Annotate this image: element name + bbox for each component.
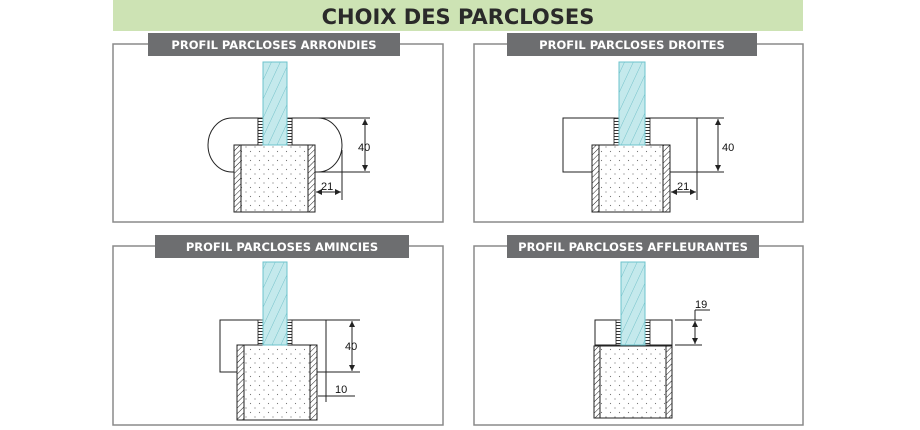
glass-panel (262, 61, 288, 146)
right-parclose (646, 319, 673, 346)
page-title: CHOIX DES PARCLOSES (322, 5, 595, 29)
height-dimension: 19 (695, 299, 707, 311)
base-profile (233, 144, 316, 213)
height-dimension: 40 (345, 341, 357, 353)
base-profile (591, 144, 671, 213)
base-profile (236, 344, 318, 421)
width-dimension: 21 (321, 181, 333, 193)
panel-title: PROFIL PARCLOSES ARRONDIES (171, 38, 376, 52)
header-banner: CHOIX DES PARCLOSES (113, 0, 803, 31)
glass-panel (618, 61, 646, 146)
panel-affleurantes: PROFIL PARCLOSES AFFLEURANTES 19 (473, 235, 804, 426)
left-parclose (594, 319, 620, 346)
glass-panel (620, 261, 646, 346)
panel-title: PROFIL PARCLOSES DROITES (539, 38, 725, 52)
height-dimension: 40 (358, 142, 370, 154)
panel-droites: PROFIL PARCLOSES DROITES 40 21 (473, 33, 804, 223)
width-dimension: 21 (677, 181, 689, 193)
panel-title: PROFIL PARCLOSES AFFLEURANTES (518, 240, 748, 254)
height-dimension: 40 (722, 142, 734, 154)
panel-title: PROFIL PARCLOSES AMINCIES (186, 240, 378, 254)
panel-arrondies: PROFIL PARCLOSES ARRONDIES 40 21 (112, 33, 444, 223)
base-profile (593, 345, 673, 419)
glass-panel (262, 261, 288, 346)
width-dimension: 10 (335, 384, 347, 396)
panel-amincies: PROFIL PARCLOSES AMINCIES 40 10 (112, 235, 444, 426)
